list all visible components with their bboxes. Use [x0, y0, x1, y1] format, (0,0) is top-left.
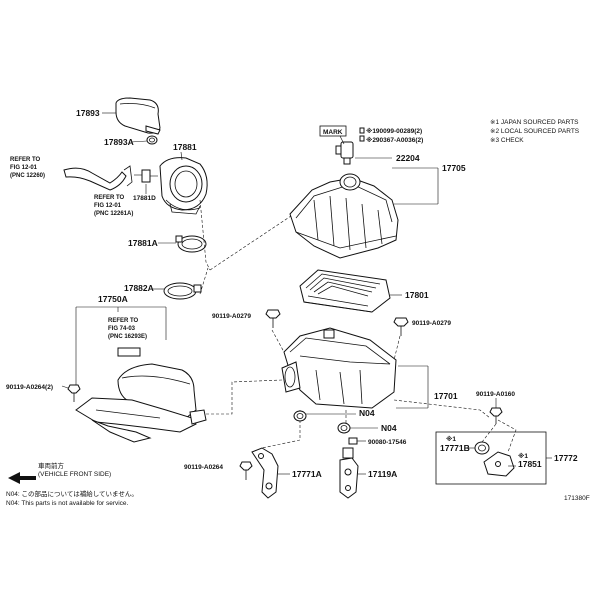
- note-en: N04: This parts is not available for ser…: [6, 500, 129, 507]
- filter-element-17801[interactable]: [299, 269, 402, 313]
- label-17882A: 17882A: [124, 283, 154, 293]
- label-A0279-left: 90119-A0279: [212, 313, 251, 320]
- front-arrow: [8, 472, 36, 484]
- label-17750A: 17750A: [98, 294, 128, 304]
- cap-17705[interactable]: [289, 173, 399, 259]
- label-90080-17546: 90080-17546: [368, 439, 407, 446]
- label-17893: 17893: [76, 108, 100, 118]
- hose-17881[interactable]: [159, 151, 208, 215]
- legend-2: ※2 LOCAL SOURCED PARTS: [490, 128, 580, 135]
- legend-1: ※1 JAPAN SOURCED PARTS: [490, 119, 579, 126]
- label-hw1: ※190099-00289(2): [366, 126, 422, 135]
- bolt-A0264-single[interactable]: [239, 461, 253, 480]
- label-17771A: 17771A: [292, 469, 322, 479]
- front-en: (VEHICLE FRONT SIDE): [38, 471, 111, 478]
- bracket-17851[interactable]: [483, 451, 516, 477]
- hose-left[interactable]: [63, 165, 133, 191]
- bolt-A0160[interactable]: [489, 407, 503, 424]
- label-17893A: 17893A: [104, 137, 134, 147]
- label-17701: 17701: [434, 391, 458, 401]
- case-17701[interactable]: [281, 327, 397, 409]
- label-A0264-single: 90119-A0264: [184, 464, 223, 471]
- fitting-17881D[interactable]: [134, 169, 158, 183]
- label-17119A: 17119A: [368, 469, 397, 479]
- bolt-A0264-pair[interactable]: [61, 384, 81, 402]
- label-17851: 17851: [518, 459, 542, 469]
- fig-code: 171380F: [564, 495, 590, 502]
- ref1-line1: REFER TO: [10, 157, 41, 163]
- resonator-17893[interactable]: [102, 97, 161, 135]
- bolt-A0279-left[interactable]: [265, 309, 281, 328]
- note-jp: N04: この部品については補給していません。: [6, 489, 138, 498]
- label-17772: 17772: [554, 453, 578, 463]
- label-22204: 22204: [396, 153, 420, 163]
- ref3-line2: FIG 74-03: [108, 326, 136, 332]
- label-A0279-right: 90119-A0279: [412, 320, 451, 327]
- ref1-line2: FIG 12-01: [10, 165, 38, 171]
- ref2-line3: (PNC 12261A): [94, 211, 133, 217]
- label-N04-a: N04: [359, 408, 375, 418]
- mark-label: MARK: [323, 129, 343, 136]
- ref2-line1: REFER TO: [94, 195, 125, 201]
- box-star1: ※1: [446, 434, 456, 443]
- ref1-line3: (PNC 12260): [10, 173, 45, 179]
- clamp-17881A[interactable]: [158, 235, 207, 253]
- legend-3: ※3 CHECK: [490, 137, 524, 144]
- mark-tag: MARK: [319, 125, 347, 145]
- box-star2: ※1: [518, 451, 528, 460]
- ref3-line1: REFER TO: [108, 318, 139, 324]
- bolt-A0279-right[interactable]: [393, 317, 409, 336]
- grommet-N04-a[interactable]: [293, 410, 356, 422]
- collar-90080-17546[interactable]: [348, 437, 366, 445]
- label-A0264-pair: 90119-A0264(2): [6, 384, 53, 391]
- sensor-22204[interactable]: [335, 141, 392, 165]
- label-17801: 17801: [405, 290, 429, 300]
- label-A0160: 90119-A0160: [476, 391, 515, 398]
- label-17705: 17705: [442, 163, 466, 173]
- clamp-17882A[interactable]: [152, 282, 202, 300]
- label-17771B: 17771B: [440, 443, 470, 453]
- grommet-N04-b[interactable]: [337, 422, 378, 434]
- ref2-line2: FIG 12-01: [94, 203, 122, 209]
- grommet-17771B[interactable]: [466, 441, 490, 455]
- bracket-17771A[interactable]: [251, 447, 290, 499]
- label-17881D: 17881D: [133, 195, 156, 202]
- label-17881: 17881: [173, 142, 197, 152]
- inlet-17750A[interactable]: [75, 347, 207, 443]
- clamp-17893A[interactable]: [130, 135, 158, 145]
- ref3-line3: (PNC 16293E): [108, 334, 147, 340]
- screw-pair[interactable]: [359, 127, 365, 142]
- front-jp: 車両前方: [38, 461, 65, 470]
- label-17881A: 17881A: [128, 238, 158, 248]
- label-N04-b: N04: [381, 423, 397, 433]
- label-hw2: ※290367-A0036(2): [366, 135, 423, 144]
- bracket-17119A[interactable]: [339, 447, 366, 499]
